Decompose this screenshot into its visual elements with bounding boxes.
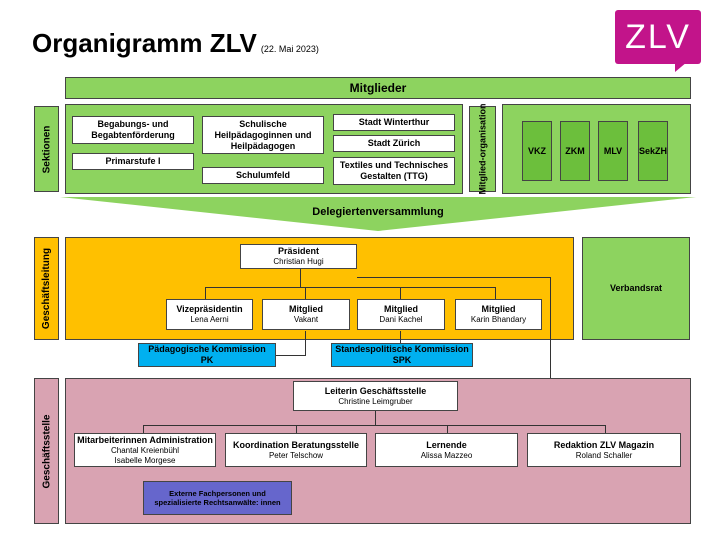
page-date: (22. Mai 2023) xyxy=(260,44,319,54)
org-vkz[interactable]: VKZ xyxy=(522,121,552,181)
connector-line xyxy=(400,331,401,343)
page-title: Organigramm ZLV(22. Mai 2023) xyxy=(32,28,319,58)
gs-unit-name: Alissa Mazzeo xyxy=(420,450,473,460)
gs-unit-title: Koordination Beratungsstelle xyxy=(232,439,359,450)
gl-member-title: Mitglied xyxy=(481,304,516,314)
sektion-schulumfeld[interactable]: Schulumfeld xyxy=(202,167,324,184)
gs-unit-name: Isabelle Morgese xyxy=(114,455,176,465)
connector-line xyxy=(143,425,606,426)
connector-line xyxy=(205,287,495,288)
leitung-geschaeftsstelle-box[interactable]: Leiterin Geschäftsstelle Christine Leimg… xyxy=(293,381,458,411)
gs-unit-name: Peter Telschow xyxy=(268,450,324,460)
sektion-zuerich[interactable]: Stadt Zürich xyxy=(333,135,455,152)
connector-line xyxy=(143,425,144,433)
mitgliedorganisation-label: Mitglied-organisation xyxy=(469,104,496,195)
gs-unit-administration[interactable]: Mitarbeiterinnen Administration Chantal … xyxy=(74,433,216,467)
kommission-spk[interactable]: Standespolitische Kommission SPK xyxy=(331,343,473,367)
externe-fachpersonen-box[interactable]: Externe Fachpersonen und spezialisierte … xyxy=(143,481,292,515)
kommission-title: Pädagogische Kommission xyxy=(148,344,266,354)
gl-member-title: Mitglied xyxy=(384,304,418,314)
sektion-heilpaedagogik[interactable]: Schulische Heilpädagoginnen und Heilpäda… xyxy=(202,116,324,154)
org-mlv[interactable]: MLV xyxy=(598,121,628,181)
mitglieder-bar[interactable]: Mitglieder xyxy=(65,77,691,99)
connector-line xyxy=(276,355,306,356)
org-sekzh[interactable]: SekZH xyxy=(638,121,668,181)
sektion-ttg[interactable]: Textiles und Technisches Gestalten (TTG) xyxy=(333,157,455,185)
delegiertenversammlung-chevron xyxy=(60,197,696,231)
zlv-logo: ZLV xyxy=(615,10,701,64)
connector-line xyxy=(357,277,551,278)
connector-line xyxy=(300,269,301,287)
gl-member-vize[interactable]: Vizepräsidentin Lena Aerni xyxy=(166,299,253,330)
connector-line xyxy=(205,287,206,299)
sektionen-label: Sektionen xyxy=(34,106,59,192)
kommission-abbr: SPK xyxy=(392,355,412,365)
kommission-pk[interactable]: Pädagogische Kommission PK xyxy=(138,343,276,367)
connector-line xyxy=(296,425,297,433)
connector-line xyxy=(495,287,496,299)
connector-line xyxy=(305,287,306,299)
gl-member-name: Karin Bhandary xyxy=(470,315,527,324)
gs-unit-title: Lernende xyxy=(426,439,467,450)
connector-line xyxy=(305,331,306,356)
gs-unit-lernende[interactable]: Lernende Alissa Mazzeo xyxy=(375,433,518,467)
connector-line xyxy=(447,425,448,433)
gl-member-2[interactable]: Mitglied Vakant xyxy=(262,299,350,330)
kommission-abbr: PK xyxy=(200,355,214,365)
geschaeftsstelle-label: Geschäftsstelle xyxy=(34,378,59,524)
gl-member-3[interactable]: Mitglied Dani Kachel xyxy=(357,299,445,330)
gs-unit-name: Chantal Kreienbühl xyxy=(110,445,180,455)
praesident-box[interactable]: Präsident Christian Hugi xyxy=(240,244,357,269)
gl-member-title: Mitglied xyxy=(289,304,323,314)
gl-member-name: Vakant xyxy=(293,315,319,324)
gl-member-name: Dani Kachel xyxy=(379,315,423,324)
org-zkm[interactable]: ZKM xyxy=(560,121,590,181)
verbandsrat-box[interactable]: Verbandsrat xyxy=(582,237,690,340)
kommission-title: Standespolitische Kommission xyxy=(335,344,469,354)
sektion-winterthur[interactable]: Stadt Winterthur xyxy=(333,114,455,131)
sektion-begabung[interactable]: Begabungs- und Begabtenförderung xyxy=(72,116,194,144)
gs-unit-beratung[interactable]: Koordination Beratungsstelle Peter Telsc… xyxy=(225,433,367,467)
gs-unit-title: Mitarbeiterinnen Administration xyxy=(77,434,213,445)
connector-line xyxy=(550,277,551,398)
gs-unit-redaktion[interactable]: Redaktion ZLV Magazin Roland Schaller xyxy=(527,433,681,467)
logo-tail-shape xyxy=(675,62,687,72)
geschaeftsleitung-label: Geschäftsleitung xyxy=(34,237,59,340)
delegiertenversammlung-label[interactable]: Delegiertenversammlung xyxy=(312,206,444,218)
gl-member-4[interactable]: Mitglied Karin Bhandary xyxy=(455,299,542,330)
gs-unit-title: Redaktion ZLV Magazin xyxy=(553,439,655,450)
praesident-title: Präsident xyxy=(277,246,319,256)
leitung-name: Christine Leimgruber xyxy=(338,396,413,406)
praesident-name: Christian Hugi xyxy=(273,257,324,266)
sektion-primarstufe[interactable]: Primarstufe I xyxy=(72,153,194,170)
connector-line xyxy=(605,425,606,433)
gl-member-name: Lena Aerni xyxy=(190,315,229,324)
gs-unit-name: Roland Schaller xyxy=(575,450,633,460)
connector-line xyxy=(400,287,401,299)
gl-member-title: Vizepräsidentin xyxy=(176,304,243,314)
connector-line xyxy=(375,411,376,425)
externe-fachpersonen-text: Externe Fachpersonen und spezialisierte … xyxy=(154,489,281,507)
leitung-title: Leiterin Geschäftsstelle xyxy=(324,385,427,396)
